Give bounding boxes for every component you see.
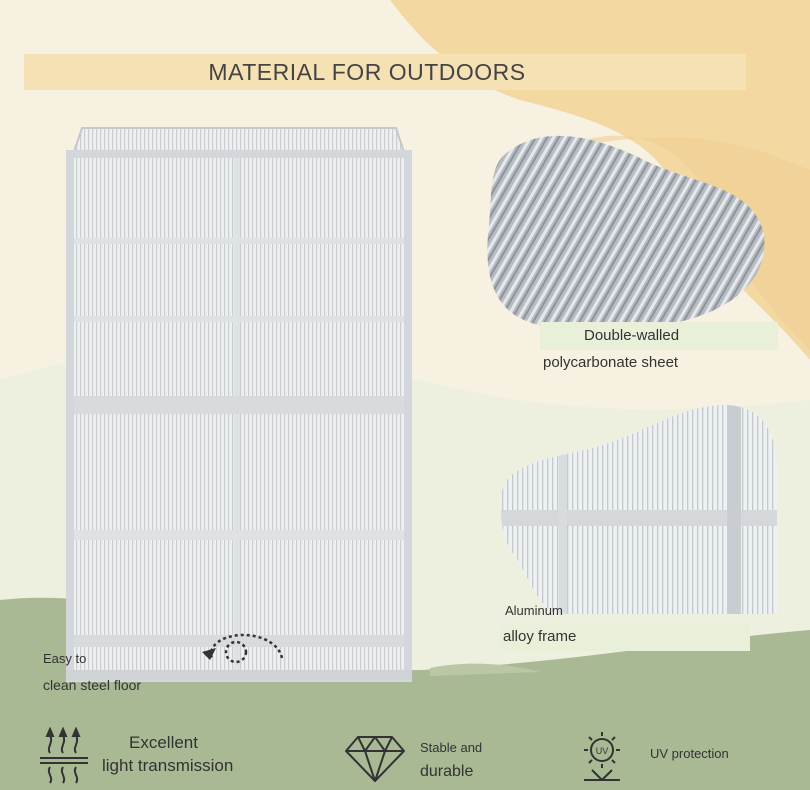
polycarbonate-closeup-image: [487, 135, 765, 332]
feature-uv-label: UV protection: [650, 746, 729, 761]
aluminum-caption-band: [500, 625, 750, 651]
rotate-arrow-icon: [202, 633, 284, 664]
uv-badge-text: UV: [596, 746, 609, 756]
polycarbonate-caption-band: [540, 322, 778, 350]
aluminum-caption-line2: alloy frame: [503, 628, 577, 645]
feature-light-line2: light transmission: [102, 756, 234, 775]
aluminum-frame-closeup-image: [500, 404, 777, 615]
page-title: MATERIAL FOR OUTDOORS: [208, 58, 526, 85]
title-banner: MATERIAL FOR OUTDOORS: [24, 54, 746, 90]
aluminum-caption-line1: Aluminum: [505, 603, 563, 618]
feature-durable-line1: Stable and: [420, 740, 483, 755]
floor-caption-line1: Easy to: [43, 651, 87, 666]
uv-sun-icon: UV: [584, 732, 620, 781]
light-rays-icon: [40, 727, 88, 784]
feature-light-line1: Excellent: [129, 733, 198, 752]
floor-caption-line2: clean steel floor: [43, 677, 142, 693]
polycarbonate-caption-line1: Double-walled: [584, 327, 680, 344]
diamond-icon: [345, 736, 405, 782]
greenhouse-illustration: [66, 127, 412, 682]
polycarbonate-caption-line2: polycarbonate sheet: [543, 354, 679, 371]
feature-durable-line2: durable: [420, 763, 474, 780]
